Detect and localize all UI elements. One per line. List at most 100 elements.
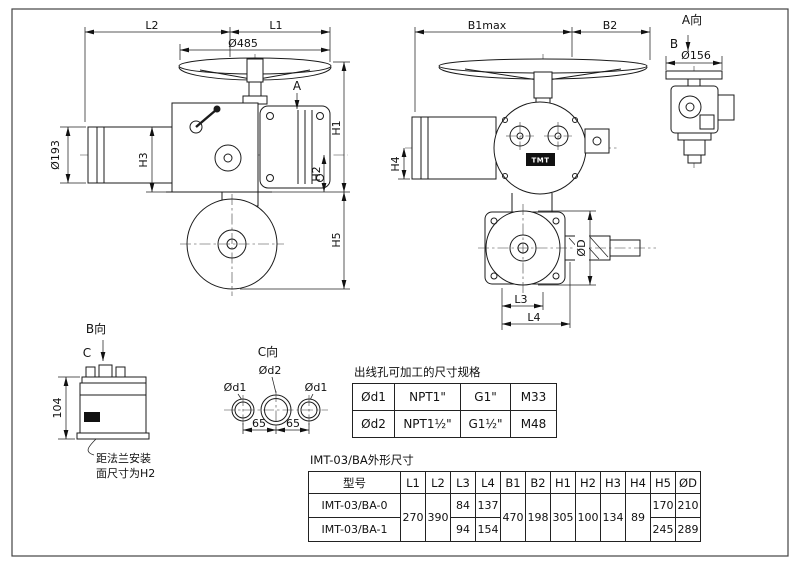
hole-table-title: 出线孔可加工的尺寸规格 <box>354 365 481 379</box>
size-table-cell: 89 <box>625 493 651 542</box>
output-wheel-side <box>166 191 284 296</box>
size-table-cell: 270 <box>400 493 426 542</box>
handwheel-side <box>178 57 332 105</box>
dim-H4: H4 <box>389 156 402 171</box>
hole-table-cell: M48 <box>510 410 557 438</box>
size-table-header-cell: L4 <box>475 471 501 494</box>
view-a-title: A向 <box>682 12 702 27</box>
hole-table-cell: M33 <box>510 383 557 411</box>
nameplate <box>84 412 100 422</box>
note-leader <box>87 438 97 456</box>
size-table-cell: 198 <box>525 493 551 542</box>
hole-table-grid: Ød1 NPT1" G1" M33 Ød2 NPT1½" G1½" M48 <box>352 383 557 438</box>
size-table-cell: 305 <box>550 493 576 542</box>
front-view: TMT <box>405 54 656 294</box>
label-d2: Ød2 <box>259 364 282 377</box>
dim-65-right: 65 <box>286 417 300 430</box>
dim-dD: ØD <box>575 239 588 256</box>
hole-table-cell: NPT1½" <box>394 410 461 438</box>
size-table-row: IMT-03/BA-1 94 154 245 289 <box>308 517 701 542</box>
size-table-row: IMT-03/BA-0 270 390 84 137 470 198 305 1… <box>308 493 701 542</box>
size-table-header-cell: H4 <box>625 471 651 494</box>
view-arrow-a-label: A <box>293 79 302 93</box>
size-table-cell: 137 <box>475 493 501 518</box>
dim-L2: L2 <box>145 19 158 32</box>
brand-logo: TMT <box>531 157 549 165</box>
view-a: A向 B Ø156 <box>665 12 735 168</box>
dim-H3: H3 <box>137 152 150 167</box>
hole-table-cell: NPT1" <box>394 383 461 411</box>
view-arrow-c-label: C <box>83 346 91 360</box>
hole-table-cell: G1½" <box>460 410 511 438</box>
size-table-header-cell: 型号 <box>308 471 401 494</box>
dim-65-left: 65 <box>252 417 266 430</box>
size-table-header-cell: H3 <box>600 471 626 494</box>
size-table-cell: 245 <box>650 517 676 542</box>
size-table-header-cell: H1 <box>550 471 576 494</box>
sheet-border <box>11 8 789 557</box>
size-table-cell: 100 <box>575 493 601 542</box>
label-d1-right: Ød1 <box>305 381 328 394</box>
size-table-cell: 134 <box>600 493 626 542</box>
side-view-dimensions: L2 L1 Ø485 Ø193 H3 H1 H2 H5 A <box>49 19 350 290</box>
size-table-header-cell: L2 <box>425 471 451 494</box>
dim-H5: H5 <box>330 232 343 247</box>
dim-B1max: B1max <box>468 19 507 32</box>
view-c-title: C向 <box>258 344 278 359</box>
dim-L4: L4 <box>527 311 540 324</box>
size-table-header-cell: H2 <box>575 471 601 494</box>
hole-table-cell: G1" <box>460 383 511 411</box>
dim-L1: L1 <box>269 19 282 32</box>
size-table-header-cell: ØD <box>675 471 701 494</box>
size-table-cell: 289 <box>675 517 701 542</box>
hole-table: 出线孔可加工的尺寸规格 Ød1 NPT1" G1" M33 Ød2 NPT1½"… <box>352 364 557 438</box>
dim-B2: B2 <box>603 19 618 32</box>
size-table-header-cell: L1 <box>400 471 426 494</box>
hole-table-cell: Ød2 <box>352 410 395 438</box>
dim-L3: L3 <box>514 293 527 306</box>
view-b: B向 C 104 距法兰安装 面尺寸为H2 <box>51 321 155 480</box>
main-body-front: TMT <box>493 101 610 195</box>
size-table-grid: 型号 L1 L2 L3 L4 B1 B2 H1 H2 H3 H4 H5 ØD I… <box>308 471 701 542</box>
size-table-cell: 84 <box>450 493 476 518</box>
dim-d156: Ø156 <box>681 49 711 62</box>
label-d1-left: Ød1 <box>224 381 247 394</box>
size-table-cell: 390 <box>425 493 451 542</box>
brand-plate <box>526 153 555 166</box>
view-c: C向 Ød2 Ød1 Ød1 65 65 <box>224 344 328 434</box>
view-b-title: B向 <box>86 321 106 336</box>
size-table-cell: 170 <box>650 493 676 518</box>
dim-104: 104 <box>51 398 64 419</box>
flange-note-line2: 面尺寸为H2 <box>96 466 155 480</box>
size-table-cell: 470 <box>500 493 526 542</box>
dim-d485: Ø485 <box>228 37 258 50</box>
size-table-header-cell: B1 <box>500 471 526 494</box>
side-view <box>80 54 348 296</box>
bevel-gearbox-front <box>484 193 566 286</box>
size-table-header-cell: B2 <box>525 471 551 494</box>
size-table-header-cell: L3 <box>450 471 476 494</box>
size-table: IMT-03/BA外形尺寸 型号 L1 L2 L3 L4 B1 B2 H1 H2… <box>308 452 701 542</box>
size-table-header-cell: H5 <box>650 471 676 494</box>
motor-front <box>411 116 497 180</box>
hole-table-row: Ød2 NPT1½" G1½" M48 <box>352 410 557 438</box>
flange-note-line1: 距法兰安装 <box>96 451 151 465</box>
size-table-cell: 210 <box>675 493 701 518</box>
hole-table-cell: Ød1 <box>352 383 395 411</box>
size-table-title: IMT-03/BA外形尺寸 <box>310 453 414 467</box>
size-table-cell: 94 <box>450 517 476 542</box>
size-table-header-row: 型号 L1 L2 L3 L4 B1 B2 H1 H2 H3 H4 H5 ØD <box>308 471 701 494</box>
view-arrow-b-label: B <box>670 37 678 51</box>
size-table-cell-model: IMT-03/BA-0 <box>308 493 401 518</box>
hole-table-row: Ød1 NPT1" G1" M33 <box>352 383 557 411</box>
front-view-dimensions: B1max B2 H4 ØD L3 L4 <box>389 19 651 330</box>
dim-H1: H1 <box>330 120 343 135</box>
motor-side <box>87 126 173 184</box>
handwheel-front <box>438 58 648 107</box>
gearbox-side <box>171 102 259 193</box>
size-table-cell-model: IMT-03/BA-1 <box>308 517 401 542</box>
size-table-cell: 154 <box>475 517 501 542</box>
dim-d193: Ø193 <box>49 140 62 170</box>
